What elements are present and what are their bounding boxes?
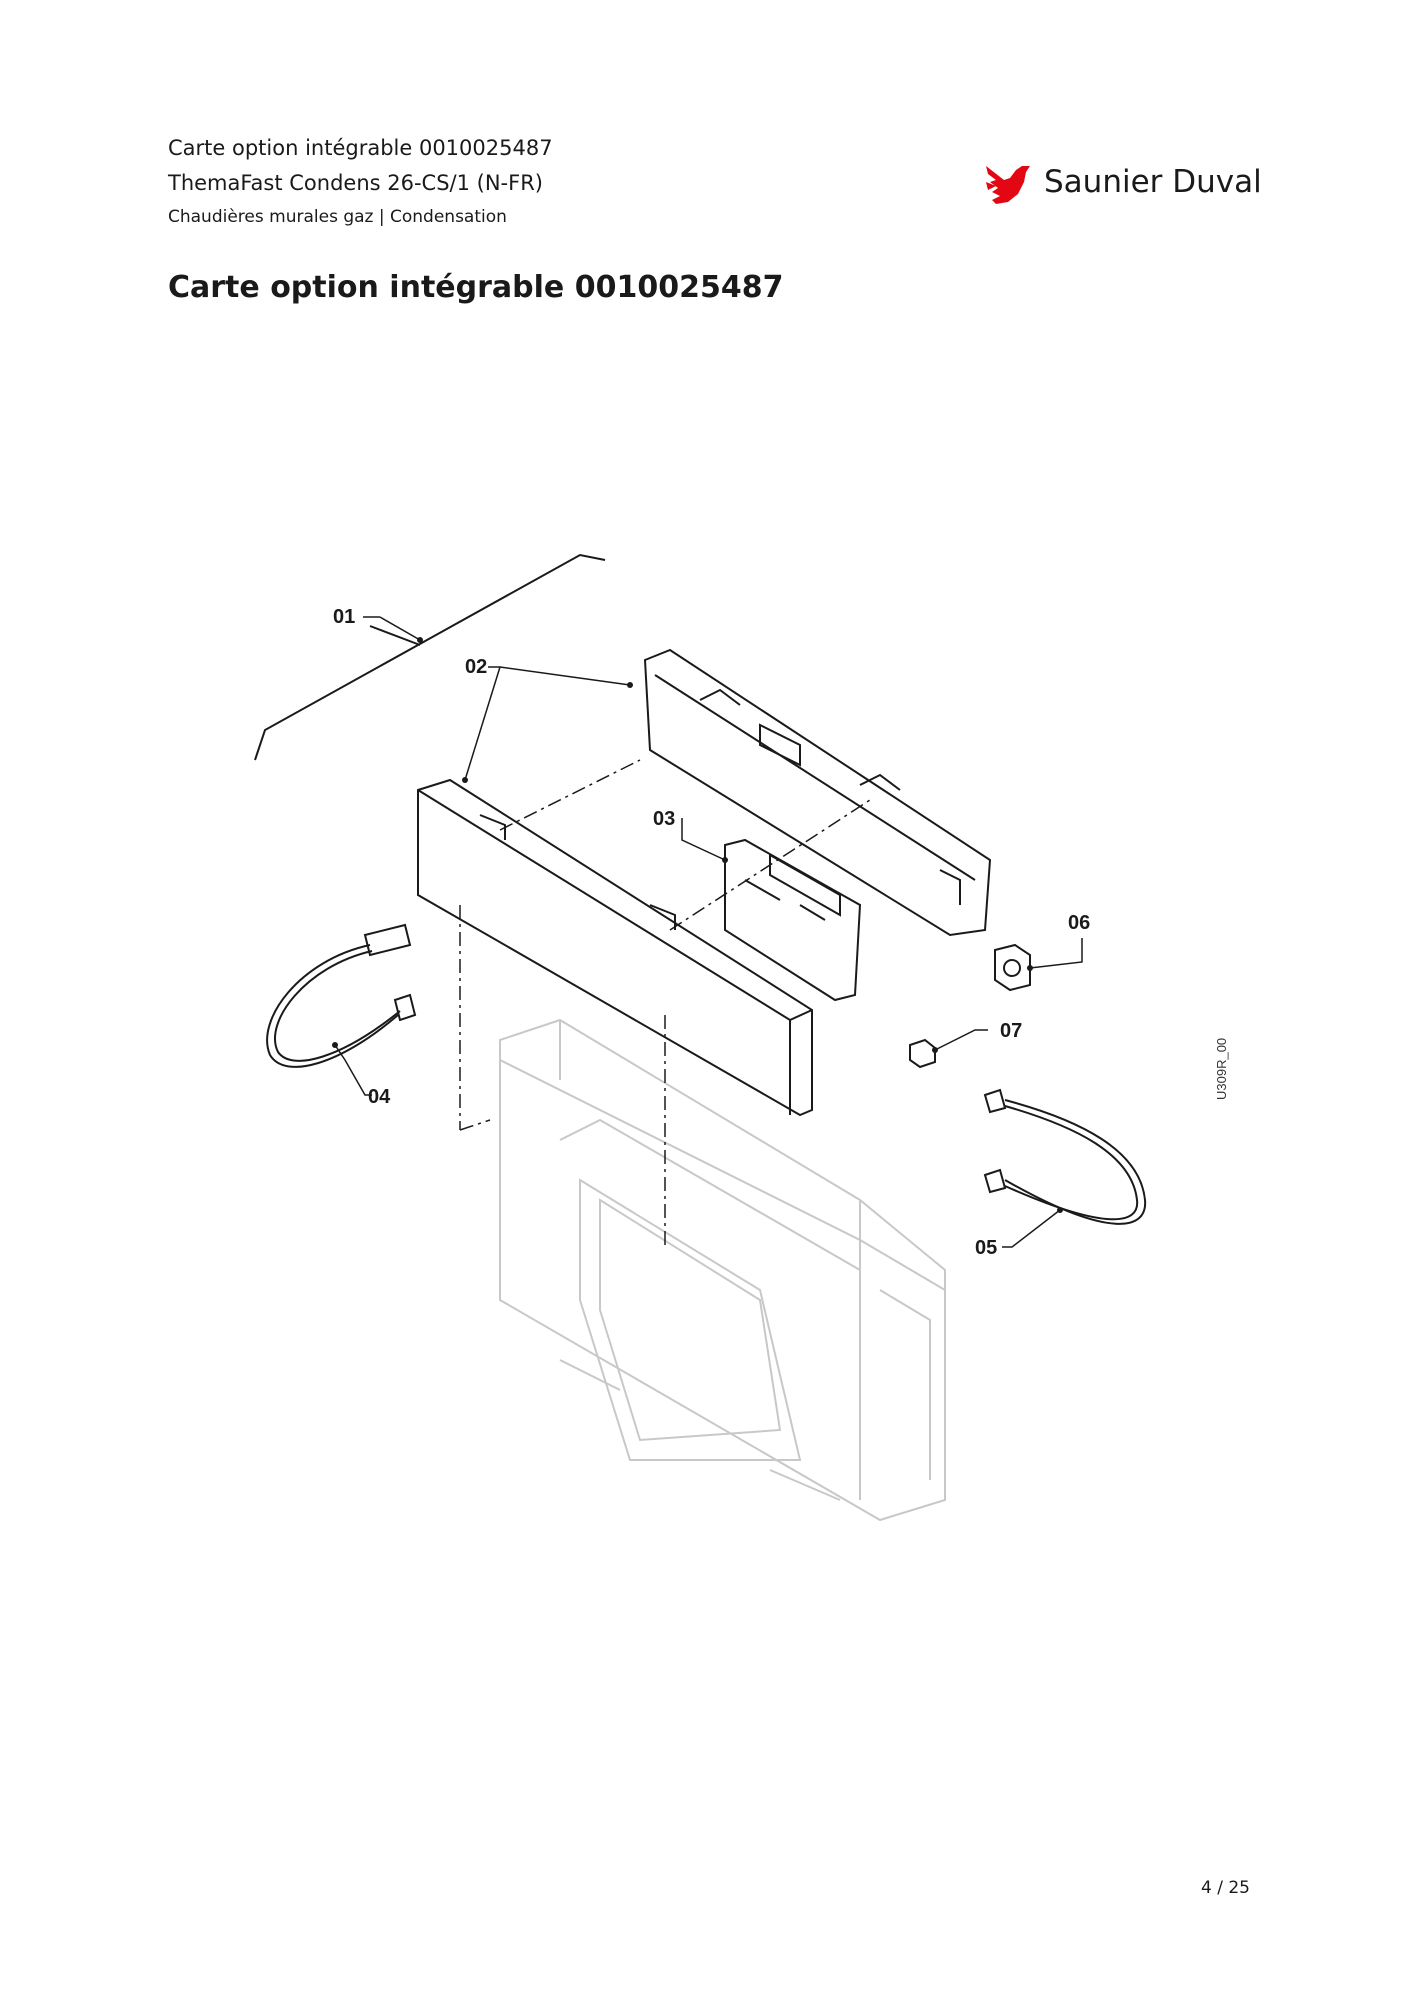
page-title: Carte option intégrable 0010025487 — [168, 270, 784, 305]
assembly-guide-lines — [459, 759, 871, 1250]
header-document-title: Carte option intégrable 0010025487 — [168, 136, 553, 160]
part-05-cable — [983, 1088, 1147, 1225]
leader-dots — [332, 637, 1063, 1213]
callout-07: 07 — [1000, 1020, 1022, 1042]
part-02-front-cover — [417, 778, 813, 1117]
header-product-name: ThemaFast Condens 26-CS/1 (N-FR) — [168, 171, 543, 195]
part-06-sensor — [994, 943, 1031, 992]
part-02-rear-housing — [643, 648, 992, 937]
callout-02: 02 — [465, 656, 487, 678]
drawing-reference: U309R_00 — [1214, 1038, 1229, 1100]
brand-name: Saunier Duval — [1044, 164, 1262, 200]
bird-icon — [986, 166, 1030, 204]
callout-06: 06 — [1068, 912, 1090, 934]
part-03-circuit-board — [724, 838, 862, 1002]
callout-05: 05 — [975, 1237, 997, 1259]
boiler-housing-ghost — [499, 1018, 946, 1522]
callout-01: 01 — [333, 606, 355, 628]
page-number: 4 / 25 — [1201, 1878, 1250, 1898]
part-01-bracket — [254, 553, 606, 761]
part-07-connector — [909, 1038, 936, 1069]
callout-03: 03 — [653, 808, 675, 830]
leader-lines — [334, 616, 1083, 1248]
callout-04: 04 — [368, 1086, 391, 1108]
header-category: Chaudières murales gaz | Condensation — [168, 207, 507, 227]
part-04-cable — [266, 923, 417, 1068]
